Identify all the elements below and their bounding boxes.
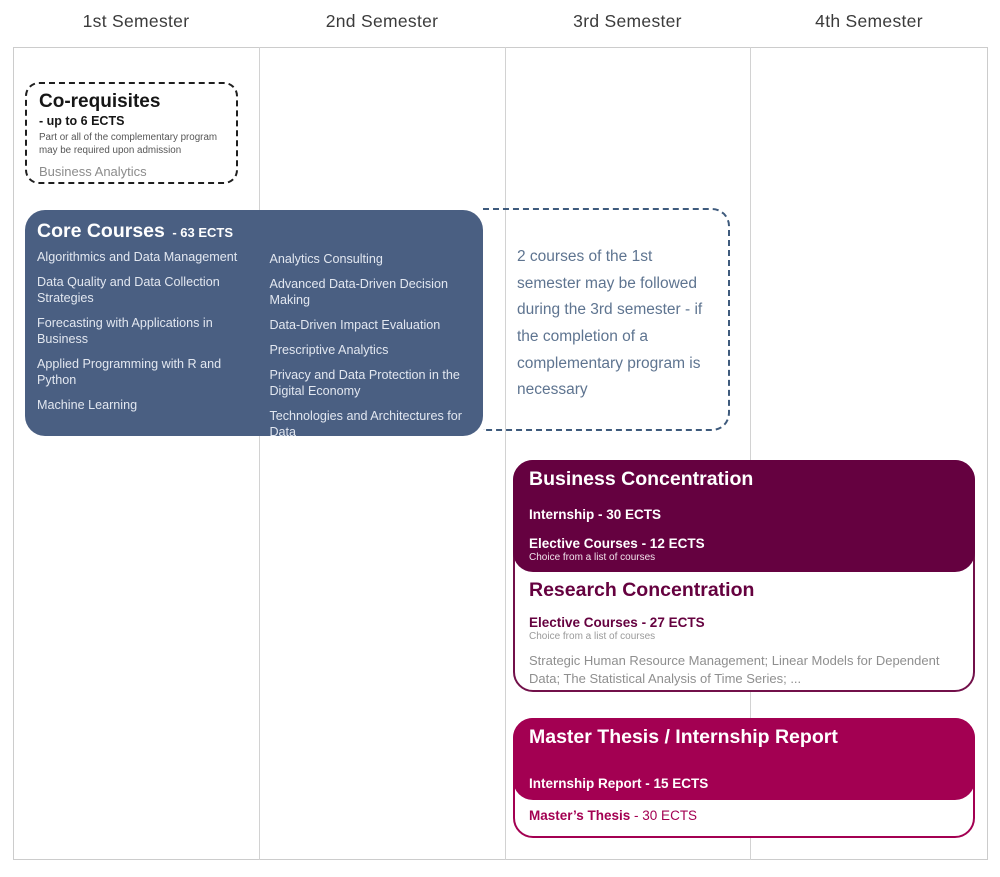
course-item: Prescriptive Analytics	[269, 342, 389, 357]
core-courses-column-2: Analytics Consulting Advanced Data-Drive…	[269, 252, 469, 450]
business-electives-note: Choice from a list of courses	[529, 552, 656, 563]
course-item: Algorithmics and Data Management	[37, 250, 238, 264]
column-divider-2	[505, 47, 506, 860]
research-electives-note: Choice from a list of courses	[529, 631, 656, 642]
core-courses-title: Core Courses	[37, 220, 165, 242]
course-item: Machine Learning	[37, 397, 138, 412]
co-requisites-note: Part or all of the complementary program…	[39, 132, 218, 157]
internship-report: Internship Report - 15 ECTS	[529, 776, 709, 791]
core-courses-column-1: Algorithmics and Data Management Data Qu…	[37, 250, 239, 450]
masters-thesis-ects: - 30 ECTS	[630, 808, 698, 823]
course-item: Forecasting with Applications in Busines…	[37, 315, 213, 346]
business-electives: Elective Courses - 12 ECTS	[529, 536, 959, 551]
third-semester-note-box: 2 courses of the 1st semester may be fol…	[483, 208, 730, 431]
masters-thesis-title: Master’s Thesis	[529, 808, 631, 823]
research-elective-examples: Strategic Human Resource Management; Lin…	[529, 653, 940, 686]
header-2nd-semester: 2nd Semester	[325, 11, 439, 31]
course-item: Data Quality and Data Collection Strateg…	[37, 274, 220, 305]
business-internship: Internship - 30 ECTS	[529, 507, 662, 522]
business-concentration-title: Business Concentration	[529, 468, 754, 490]
core-courses-title-row: Core Courses - 63 ECTS	[37, 220, 469, 243]
masters-thesis-line: Master’s Thesis - 30 ECTS	[529, 808, 697, 823]
business-concentration-box: Business Concentration Internship - 30 E…	[513, 460, 975, 572]
header-1st-semester: 1st Semester	[82, 11, 190, 31]
co-requisites-title: Co-requisites	[39, 91, 161, 112]
business-electives-title: Elective Courses	[529, 536, 638, 551]
course-item: Privacy and Data Protection in the Digit…	[269, 367, 460, 398]
research-concentration-title: Research Concentration	[529, 579, 755, 601]
research-electives-ects: - 27 ECTS	[637, 615, 705, 630]
course-item: Advanced Data-Driven Decision Making	[269, 276, 448, 307]
co-requisites-course: Business Analytics	[39, 164, 147, 180]
third-semester-note-text: 2 courses of the 1st semester may be fol…	[517, 248, 703, 399]
course-item: Data-Driven Impact Evaluation	[269, 317, 441, 332]
column-divider-3	[750, 47, 751, 860]
course-item: Technologies and Architectures for Data	[269, 408, 462, 439]
core-courses-box: Core Courses - 63 ECTS Algorithmics and …	[25, 210, 483, 439]
course-item: Analytics Consulting	[269, 252, 383, 266]
thesis-report-box: Master Thesis / Internship Report Intern…	[513, 718, 975, 800]
research-concentration-box: Research Concentration Elective Courses …	[529, 579, 969, 687]
research-electives: Elective Courses - 27 ECTS	[529, 615, 969, 630]
header-3rd-semester: 3rd Semester	[573, 11, 682, 31]
co-requisites-ects: - up to 6 ECTS	[39, 114, 125, 128]
header-4th-semester: 4th Semester	[815, 11, 923, 31]
co-requisites-box: Co-requisites - up to 6 ECTS Part or all…	[25, 82, 238, 184]
course-item: Applied Programming with R and Python	[37, 356, 222, 387]
thesis-title: Master Thesis / Internship Report	[529, 726, 838, 748]
column-divider-1	[259, 47, 260, 860]
business-electives-ects: - 12 ECTS	[637, 536, 705, 551]
research-electives-title: Elective Courses	[529, 615, 638, 630]
core-courses-columns: Algorithmics and Data Management Data Qu…	[37, 250, 469, 450]
core-courses-ects: - 63 ECTS	[172, 225, 234, 240]
